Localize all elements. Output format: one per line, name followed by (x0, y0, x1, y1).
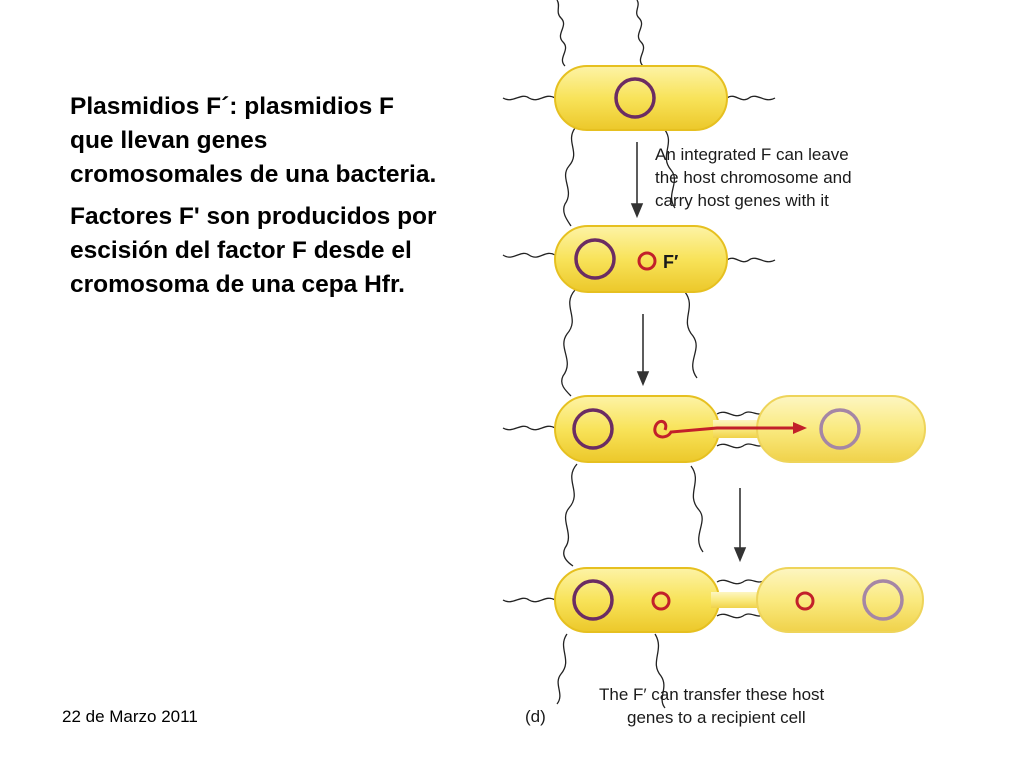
cell-pair-after-transfer (554, 567, 924, 633)
caption-bottom: The F′ can transfer these host genes to … (599, 685, 825, 727)
svg-text:genes to a recipient cell: genes to a recipient cell (627, 708, 806, 727)
f-prime-plasmid (637, 251, 657, 271)
chromosome-circle (572, 579, 614, 621)
step-arrows (630, 142, 747, 563)
bacterial-conjugation-diagram: F′ An integrated F can leave the host ch… (502, 0, 926, 727)
f-prime-plasmid (651, 591, 671, 611)
slide-text: Plasmidios F´: plasmidios F que llevan g… (70, 90, 440, 310)
recipient-f-prime-plasmid (795, 591, 815, 611)
chromosome-circle (574, 238, 616, 280)
chromosome-circle (572, 408, 614, 450)
svg-text:carry host genes with it: carry host genes with it (655, 191, 829, 210)
recipient-chromosome (819, 408, 861, 450)
cell-hfr-integrated (554, 65, 728, 131)
plasmid-transfer-strand (653, 420, 795, 439)
recipient-chromosome (862, 579, 904, 621)
svg-text:An integrated F can leave: An integrated F can leave (655, 145, 849, 164)
cell-pair-transfer (554, 395, 926, 463)
svg-text:The F′ can transfer these host: The F′ can transfer these host (599, 685, 825, 704)
svg-text:the host chromosome and: the host chromosome and (655, 168, 852, 187)
slide-date: 22 de Marzo 2011 (62, 707, 198, 726)
cell-f-prime-excised: F′ (554, 225, 728, 293)
pili (502, 0, 776, 709)
caption-top: An integrated F can leave the host chrom… (655, 145, 852, 210)
f-prime-label: F′ (663, 252, 678, 272)
chromosome-circle (614, 77, 656, 119)
paragraph-f-factors: Factores F' son producidos por escisión … (70, 203, 437, 298)
paragraph-plasmids: Plasmidios F´: plasmidios F que llevan g… (70, 93, 437, 188)
panel-label: (d) (525, 707, 546, 726)
